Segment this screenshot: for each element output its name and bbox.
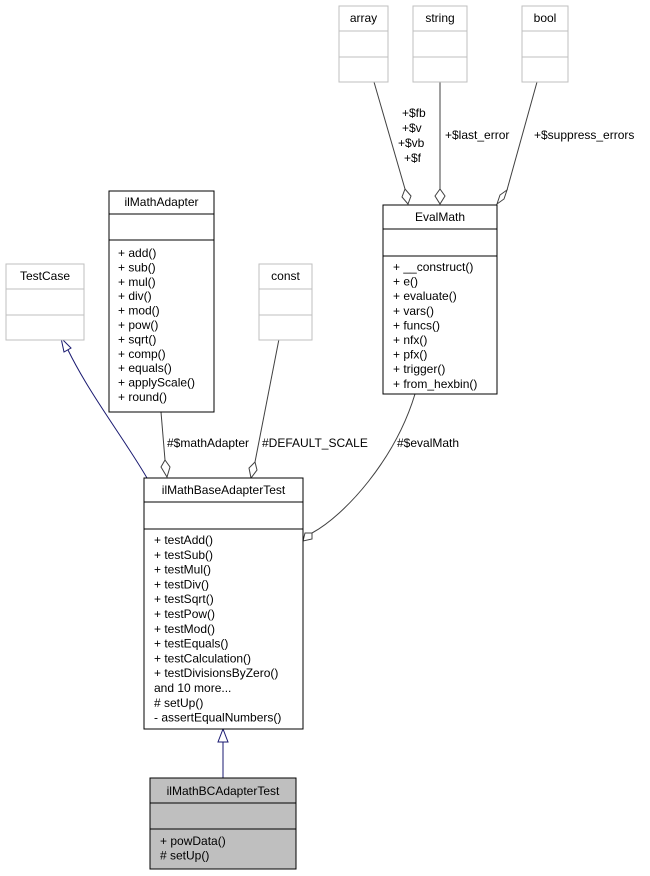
method-item: # setUp() (154, 696, 203, 710)
method-item: + applyScale() (118, 376, 195, 390)
class-evalmath[interactable]: EvalMath + __construct()+ e()+ evaluate(… (382, 204, 498, 395)
method-item: + testAdd() (154, 533, 213, 547)
edge-label-suppress-errors: +$suppress_errors (534, 128, 634, 142)
class-ilmathbcadaptertest[interactable]: ilMathBCAdapterTest + powData()# setUp() (149, 777, 297, 870)
method-item: + sqrt() (118, 332, 156, 346)
method-item: + testCalculation() (154, 651, 251, 665)
method-item: + testPow() (154, 607, 215, 621)
method-item: + round() (118, 390, 167, 404)
method-list: + add()+ sub()+ mul()+ div()+ mod()+ pow… (118, 246, 195, 404)
edge-label-f: +$f (404, 151, 422, 165)
edge-label-vb: +$vb (398, 136, 425, 150)
class-array[interactable]: array (338, 5, 389, 83)
method-item: + testSqrt() (154, 592, 214, 606)
method-item: + pfx() (393, 348, 427, 362)
method-item: + testEquals() (154, 637, 228, 651)
method-item: + funcs() (393, 318, 440, 332)
method-item: + testMod() (154, 622, 215, 636)
edge-inherit-testcase (60, 336, 148, 479)
class-name: ilMathBaseAdapterTest (162, 483, 286, 497)
edge-label-evalmath: #$evalMath (397, 436, 459, 450)
edge-mathadapter: #$mathAdapter (160, 411, 249, 479)
class-ilmathbaseadaptertest[interactable]: ilMathBaseAdapterTest + testAdd()+ testS… (143, 477, 304, 730)
edge-inherit-base (217, 727, 229, 778)
method-item: + pow() (118, 318, 158, 332)
edge-label-v: +$v (402, 121, 422, 135)
method-list: + __construct()+ e()+ evaluate()+ vars()… (393, 260, 477, 391)
method-item: + sub() (118, 260, 156, 274)
class-name: string (425, 11, 454, 25)
edge-bool-evalmath: +$suppress_errors (496, 81, 634, 206)
method-item: + div() (118, 289, 152, 303)
edge-label-last-error: +$last_error (445, 128, 509, 142)
method-item: + trigger() (393, 362, 445, 376)
class-name: EvalMath (415, 210, 465, 224)
method-item: + mul() (118, 275, 156, 289)
method-item: + powData() (160, 834, 226, 848)
method-item: + vars() (393, 304, 434, 318)
class-bool[interactable]: bool (521, 5, 569, 83)
edge-string-evalmath: +$last_error (434, 82, 509, 205)
method-item: + equals() (118, 361, 172, 375)
method-item: # setUp() (160, 849, 209, 863)
edge-evalmath: #$evalMath (302, 393, 459, 542)
edge-const: #DEFAULT_SCALE (248, 338, 368, 480)
class-const[interactable]: const (258, 263, 313, 341)
method-list: + powData()# setUp() (160, 834, 226, 863)
method-item: + testDiv() (154, 577, 209, 591)
method-item: + comp() (118, 347, 166, 361)
class-name: bool (534, 11, 557, 25)
method-item: + nfx() (393, 333, 427, 347)
method-item: + mod() (118, 304, 160, 318)
edge-array-evalmath: +$fb +$v +$vb +$f (373, 81, 426, 205)
edge-label-default-scale: #DEFAULT_SCALE (262, 436, 368, 450)
class-string[interactable]: string (412, 5, 468, 83)
class-testcase[interactable]: TestCase (5, 263, 85, 341)
method-list: + testAdd()+ testSub()+ testMul()+ testD… (154, 533, 281, 725)
method-item: + evaluate() (393, 289, 457, 303)
method-item: - assertEqualNumbers() (154, 711, 281, 725)
edge-label-fb: +$fb (402, 106, 426, 120)
class-name: ilMathAdapter (124, 195, 198, 209)
class-name: TestCase (20, 269, 70, 283)
class-ilmathadapter[interactable]: ilMathAdapter + add()+ sub()+ mul()+ div… (108, 190, 215, 413)
method-item: + e() (393, 275, 418, 289)
method-item: + testDivisionsByZero() (154, 666, 278, 680)
method-item: + testMul() (154, 563, 211, 577)
class-name: ilMathBCAdapterTest (167, 784, 280, 798)
method-item: + add() (118, 246, 156, 260)
class-name: const (271, 269, 300, 283)
method-item: and 10 more... (154, 681, 231, 695)
method-item: + from_hexbin() (393, 377, 477, 391)
method-item: + __construct() (393, 260, 473, 274)
edge-label-mathadapter: #$mathAdapter (167, 436, 249, 450)
class-name: array (350, 11, 377, 25)
method-item: + testSub() (154, 548, 213, 562)
